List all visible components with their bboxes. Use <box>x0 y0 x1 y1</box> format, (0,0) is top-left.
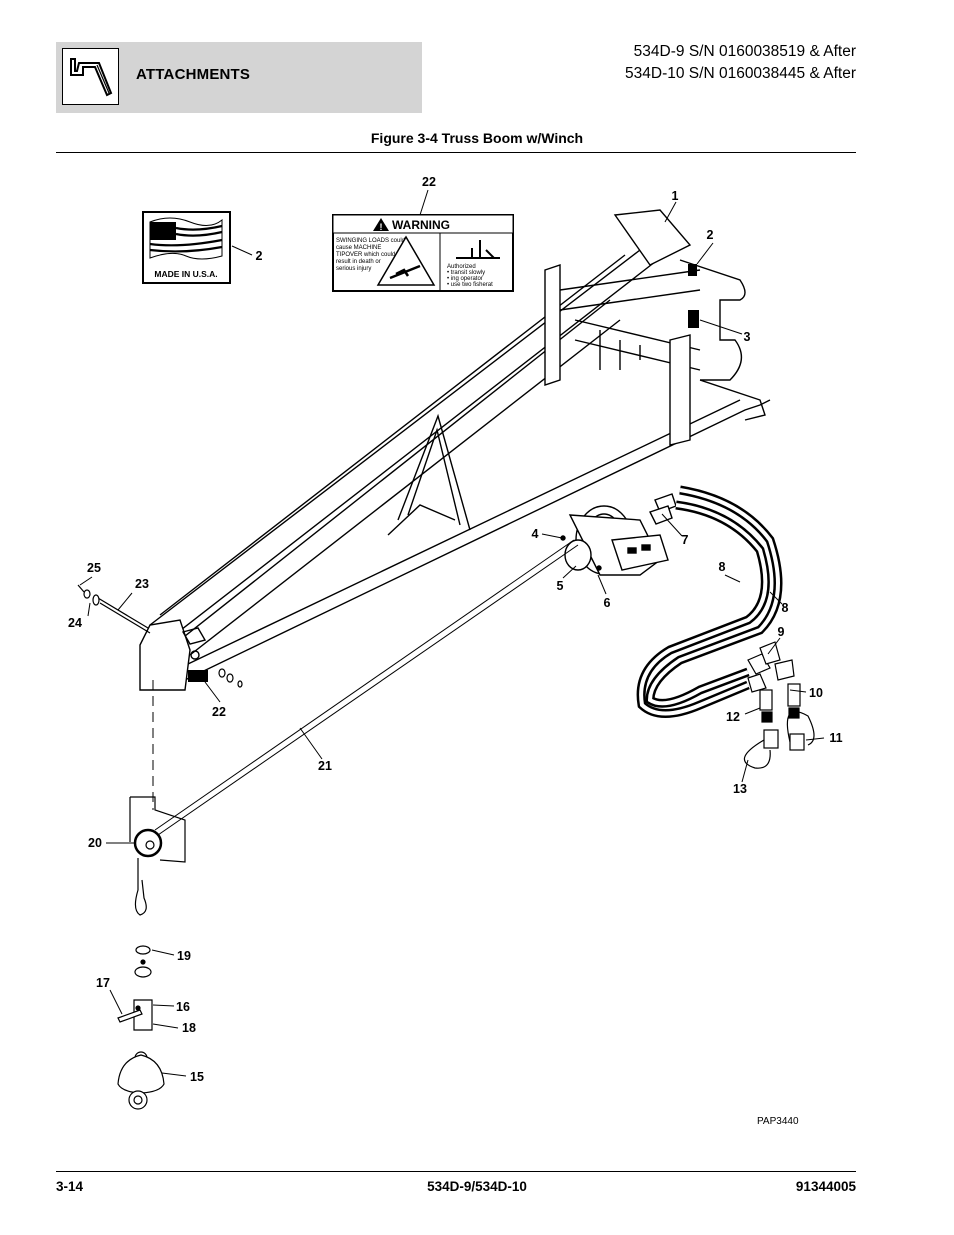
warning-heading: WARNING <box>392 218 450 232</box>
warning-text-line: result in death or <box>336 259 381 265</box>
callout-15: 15 <box>190 1070 204 1084</box>
truss-boom <box>139 209 771 691</box>
warning-right-text-line: • ing operator <box>447 276 483 282</box>
decal-patch-22 <box>188 670 208 682</box>
decal-patch-2 <box>688 264 697 276</box>
callout-23: 23 <box>135 577 149 591</box>
warning-text-line: SWINGING LOADS could <box>336 238 405 244</box>
callout-labels: 2 22 1 2 3 4 5 6 7 8 8 9 10 11 12 13 25 … <box>68 175 843 1084</box>
flag-icon <box>149 217 223 260</box>
svg-text:!: ! <box>380 222 383 232</box>
callout-9: 9 <box>778 625 785 639</box>
callout-12: 12 <box>726 710 740 724</box>
callout-21: 21 <box>318 759 332 773</box>
hydraulic-hoses <box>636 485 783 718</box>
callout-6: 6 <box>604 596 611 610</box>
made-in-usa-decal: MADE IN U.S.A. <box>142 211 231 284</box>
serial-range-534d-10: 534D-10 S/N 0160038445 & After <box>625 65 856 82</box>
callout-13: 13 <box>733 782 747 796</box>
manual-part-number: 91344005 <box>795 1179 856 1194</box>
warning-decal: ! WARNING SWINGING LOADS could cause MAC… <box>332 214 514 292</box>
top-divider <box>56 152 856 153</box>
callout-22: 22 <box>422 175 436 189</box>
winch-cable <box>154 539 579 836</box>
model-name: 534D-9/534D-10 <box>427 1179 527 1194</box>
callout-25: 25 <box>87 561 101 575</box>
callout-2: 2 <box>707 228 714 242</box>
winch <box>560 493 677 576</box>
hook-assembly <box>117 945 165 1110</box>
made-in-usa-text: MADE IN U.S.A. <box>154 269 217 279</box>
attachments-icon <box>62 48 119 105</box>
callout-18: 18 <box>182 1021 196 1035</box>
callout-17: 17 <box>96 976 110 990</box>
callout-4: 4 <box>532 527 539 541</box>
callout-19: 19 <box>177 949 191 963</box>
serial-range-534d-9: 534D-9 S/N 0160038519 & After <box>633 43 856 60</box>
callout-20: 20 <box>88 836 102 850</box>
leader-lines <box>79 189 825 1077</box>
pin-assembly <box>77 584 243 688</box>
callout-16: 16 <box>176 1000 190 1014</box>
page-number: 3-14 <box>56 1179 84 1194</box>
drawing-code: PAP3440 <box>757 1116 799 1127</box>
warning-right-text-line: • use two fisherat <box>447 282 493 288</box>
callout-10: 10 <box>809 686 823 700</box>
callout-11: 11 <box>829 731 842 745</box>
callout-8: 8 <box>719 560 726 574</box>
callout-7: 7 <box>682 533 689 547</box>
sheave-block <box>129 796 186 916</box>
warning-right-text-line: Authorized <box>447 264 476 270</box>
warning-text-line: serious injury <box>336 266 371 272</box>
section-title: ATTACHMENTS <box>136 66 251 83</box>
tipover-pictogram-icon <box>376 235 436 286</box>
warning-triangle-icon: ! <box>373 218 389 232</box>
callout-2: 2 <box>256 249 263 263</box>
callout-1: 1 <box>672 189 679 203</box>
decal-patch-3 <box>688 310 699 328</box>
figure-title: Figure 3-4 Truss Boom w/Winch <box>370 130 584 146</box>
warning-text-line: cause MACHINE <box>336 245 381 251</box>
callout-5: 5 <box>557 579 564 593</box>
bottom-divider <box>56 1171 856 1172</box>
callout-22: 22 <box>212 705 226 719</box>
callout-8: 8 <box>782 601 789 615</box>
operator-pictogram-icon <box>456 240 500 259</box>
quick-couplers <box>743 641 815 769</box>
callout-3: 3 <box>744 330 751 344</box>
warning-text-line: TIPOVER which could <box>336 252 395 258</box>
warning-right-text-line: • transit slowly <box>447 270 485 276</box>
callout-24: 24 <box>68 616 82 630</box>
